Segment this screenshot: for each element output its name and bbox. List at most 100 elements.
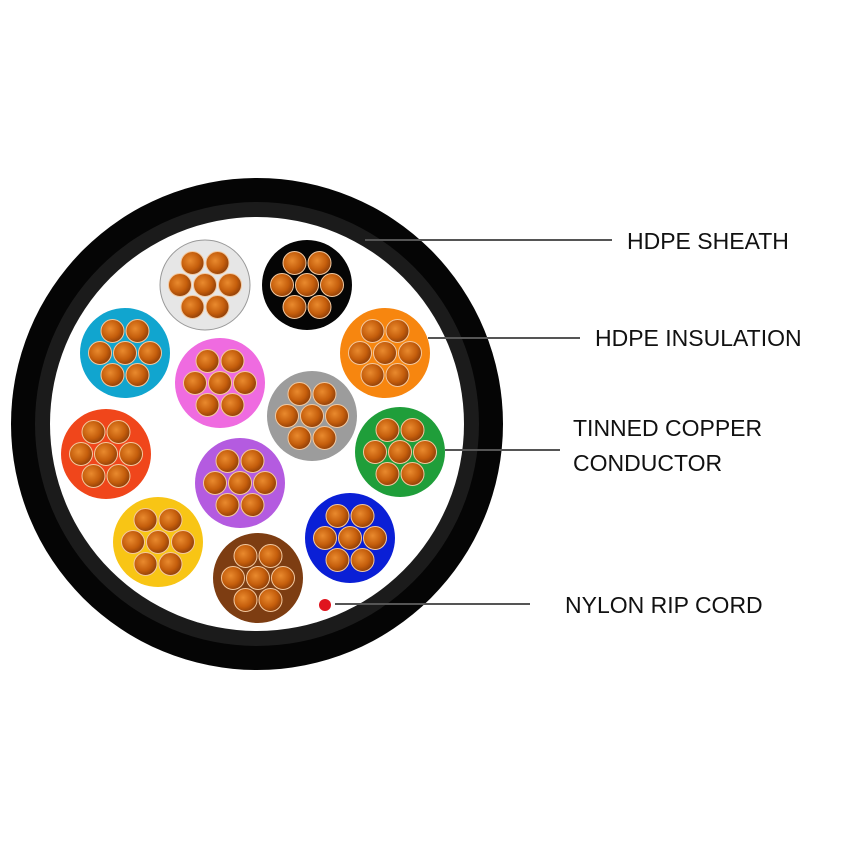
copper-strand: [233, 371, 257, 395]
core-black: [262, 240, 352, 330]
copper-strand: [258, 588, 283, 612]
copper-strand: [282, 251, 307, 275]
copper-strand: [363, 440, 387, 464]
copper-strand: [363, 526, 387, 550]
copper-strand: [282, 295, 307, 319]
core-blue: [305, 493, 395, 583]
copper-strand: [106, 420, 131, 444]
copper-strand: [158, 508, 183, 532]
core-orange: [340, 308, 430, 398]
copper-strand: [325, 504, 350, 528]
label-nylon-rip-cord: NYLON RIP CORD: [565, 592, 763, 618]
copper-strand: [375, 418, 400, 442]
copper-strand: [312, 382, 337, 406]
copper-strand: [287, 426, 312, 450]
copper-strand: [360, 319, 385, 343]
copper-strand: [398, 341, 422, 365]
copper-strand: [258, 544, 283, 568]
core-green: [355, 407, 445, 497]
copper-strand: [133, 552, 158, 576]
copper-strand: [138, 341, 162, 365]
copper-strand: [205, 295, 230, 319]
core-cyan: [80, 308, 170, 398]
core-purple: [195, 438, 285, 528]
copper-strand: [220, 393, 245, 417]
copper-strand: [208, 371, 232, 395]
copper-strand: [300, 404, 324, 428]
copper-strand: [100, 319, 125, 343]
copper-strand: [69, 442, 93, 466]
copper-strand: [360, 363, 385, 387]
copper-strand: [312, 426, 337, 450]
copper-strand: [413, 440, 437, 464]
copper-strand: [385, 319, 410, 343]
label-tinned-copper: TINNED COPPER: [573, 415, 763, 441]
copper-strand: [287, 382, 312, 406]
copper-strand: [240, 493, 265, 517]
copper-strand: [233, 588, 258, 612]
copper-strand: [119, 442, 143, 466]
copper-strand: [233, 544, 258, 568]
copper-strand: [275, 404, 299, 428]
copper-strand: [246, 566, 270, 590]
copper-strand: [100, 363, 125, 387]
copper-strand: [88, 341, 112, 365]
copper-strand: [195, 393, 220, 417]
copper-strand: [271, 566, 295, 590]
copper-strand: [171, 530, 195, 554]
copper-strand: [388, 440, 412, 464]
copper-strand: [295, 273, 319, 297]
copper-strand: [121, 530, 145, 554]
copper-strand: [220, 349, 245, 373]
label-hdpe-insulation: HDPE INSULATION: [595, 325, 802, 351]
copper-strand: [313, 526, 337, 550]
copper-strand: [113, 341, 137, 365]
label-conductor: CONDUCTOR: [573, 450, 723, 476]
copper-strand: [215, 449, 240, 473]
core-yellow: [113, 497, 203, 587]
copper-strand: [375, 462, 400, 486]
copper-strand: [228, 471, 252, 495]
nylon-rip-cord: [319, 599, 331, 611]
copper-strand: [320, 273, 344, 297]
copper-strand: [400, 462, 425, 486]
core-brown: [213, 533, 303, 623]
copper-strand: [125, 319, 150, 343]
copper-strand: [218, 273, 242, 297]
copper-strand: [133, 508, 158, 532]
copper-strand: [94, 442, 118, 466]
copper-strand: [350, 504, 375, 528]
copper-strand: [348, 341, 372, 365]
core-pink: [175, 338, 265, 428]
copper-strand: [195, 349, 220, 373]
copper-strand: [325, 548, 350, 572]
label-hdpe-sheath: HDPE SHEATH: [627, 228, 789, 254]
core-gray: [267, 371, 357, 461]
copper-strand: [180, 295, 205, 319]
copper-strand: [221, 566, 245, 590]
copper-strand: [205, 251, 230, 275]
copper-strand: [240, 449, 265, 473]
copper-strand: [183, 371, 207, 395]
copper-strand: [81, 464, 106, 488]
copper-strand: [373, 341, 397, 365]
core-red: [61, 409, 151, 499]
copper-strand: [307, 251, 332, 275]
core-white: [159, 239, 251, 331]
copper-strand: [400, 418, 425, 442]
copper-strand: [385, 363, 410, 387]
copper-strand: [325, 404, 349, 428]
copper-strand: [253, 471, 277, 495]
copper-strand: [350, 548, 375, 572]
copper-strand: [158, 552, 183, 576]
copper-strand: [106, 464, 131, 488]
copper-strand: [215, 493, 240, 517]
copper-strand: [338, 526, 362, 550]
copper-strand: [146, 530, 170, 554]
copper-strand: [270, 273, 294, 297]
copper-strand: [193, 273, 217, 297]
copper-strand: [307, 295, 332, 319]
copper-strand: [180, 251, 205, 275]
